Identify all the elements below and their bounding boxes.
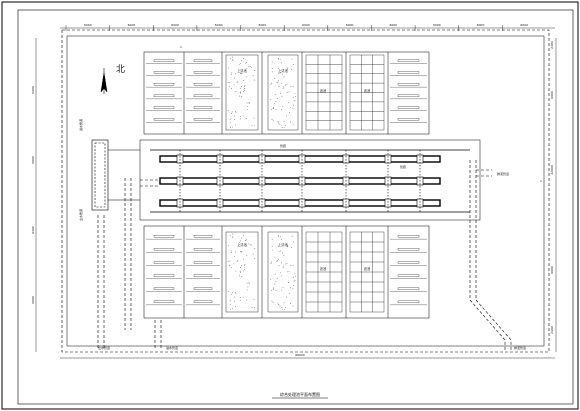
upper-tank-block xyxy=(143,51,430,135)
annotations: 1 进水管道 出水管道 排泥管道 出水管道 进水管道 排泥管道 管廊 管廊 1 xyxy=(78,45,542,350)
svg-text:2400: 2400 xyxy=(550,326,554,334)
svg-text:出水管道: 出水管道 xyxy=(78,209,83,221)
pipe-gallery xyxy=(139,139,481,221)
lower-tank-block xyxy=(143,225,430,319)
bottom-total-dimension: 66000 xyxy=(295,353,305,357)
svg-text:6000: 6000 xyxy=(550,91,554,99)
top-dimension-label: 6000 xyxy=(171,23,179,27)
top-dimension-label: 6000 xyxy=(477,23,485,27)
svg-text:6000: 6000 xyxy=(550,266,554,274)
room-labels: 上清池 上清池 滤池 滤池 上清池 上清池 滤池 滤池 xyxy=(237,68,371,271)
sedimentation-texture xyxy=(227,233,296,310)
svg-text:滤池: 滤池 xyxy=(364,266,371,271)
svg-text:上清池: 上清池 xyxy=(278,242,288,247)
svg-text:22000: 22000 xyxy=(550,165,554,175)
top-dimension-label: 6000 xyxy=(302,23,310,27)
svg-text:进水管道: 进水管道 xyxy=(166,345,178,350)
svg-text:6400: 6400 xyxy=(31,226,35,234)
tank-boundary xyxy=(66,35,545,347)
top-dimension-label: 6000 xyxy=(389,23,397,27)
top-dimension-label: 6000 xyxy=(433,23,441,27)
upper-sedimentation-panels xyxy=(225,54,299,131)
tank-bay-subdivisions xyxy=(146,234,427,306)
svg-text:滤池: 滤池 xyxy=(364,88,371,93)
svg-text:上清池: 上清池 xyxy=(237,242,247,247)
svg-text:1: 1 xyxy=(180,45,182,49)
left-dimension-labels: 6400 6000 6400 6000 xyxy=(31,86,35,304)
drawing-title: 综合处理池平面布置图 xyxy=(280,391,320,397)
svg-text:管廊: 管廊 xyxy=(280,143,286,148)
svg-text:上清池: 上清池 xyxy=(278,68,288,73)
lower-sedimentation-panels xyxy=(225,231,299,313)
svg-text:排泥管道: 排泥管道 xyxy=(497,171,509,176)
svg-text:管廊: 管廊 xyxy=(400,164,406,169)
top-dimension-labels: 6000 6000 6000 6000 6000 6000 6000 6000 6000 6000… xyxy=(84,23,528,27)
svg-text:排泥管道: 排泥管道 xyxy=(514,345,526,350)
right-dimension-labels: 2400 6000 22000 6000 2400 xyxy=(550,41,554,334)
top-dimension-label: 6000 xyxy=(346,23,354,27)
north-label: 北 xyxy=(116,64,125,75)
valve-symbols xyxy=(176,150,424,212)
svg-text:进水管道: 进水管道 xyxy=(78,119,83,131)
left-inlet-structure xyxy=(91,139,140,211)
top-dimension-label: 6000 xyxy=(215,23,223,27)
top-dimension-label: 6000 xyxy=(520,23,528,27)
svg-text:2400: 2400 xyxy=(550,41,554,49)
top-dimension-label: 6000 xyxy=(128,23,136,27)
svg-text:上清池: 上清池 xyxy=(237,68,247,73)
site-boundary xyxy=(61,29,550,353)
sedimentation-texture xyxy=(227,56,296,128)
north-arrow-icon xyxy=(100,68,108,94)
top-dimension-label: 6000 xyxy=(259,23,267,27)
pipe-routes xyxy=(97,160,512,350)
svg-text:6000: 6000 xyxy=(31,156,35,164)
svg-text:滤池: 滤池 xyxy=(320,266,327,271)
svg-text:滤池: 滤池 xyxy=(320,88,327,93)
filter-grid-panels xyxy=(305,231,385,313)
filter-grid-panels xyxy=(305,54,385,131)
tank-bay-subdivisions xyxy=(146,59,427,123)
svg-text:1: 1 xyxy=(540,179,542,183)
svg-text:出水管道: 出水管道 xyxy=(98,345,110,350)
top-dimension-label: 6000 xyxy=(84,23,92,27)
svg-text:6400: 6400 xyxy=(31,86,35,94)
dimension-lines xyxy=(35,27,557,359)
svg-text:6000: 6000 xyxy=(31,296,35,304)
sheet-inner-frame xyxy=(17,9,574,405)
